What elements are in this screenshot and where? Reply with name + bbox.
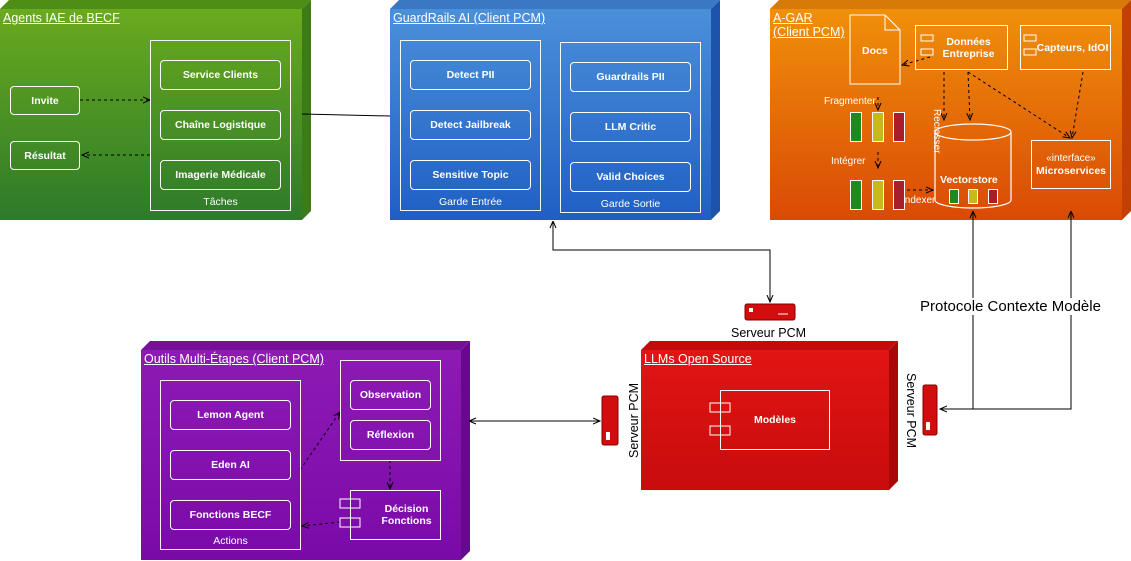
vs-chip-green <box>949 189 959 204</box>
agents-guardrails-link <box>301 113 391 117</box>
invite-node[interactable]: Invite <box>10 86 80 115</box>
guardrails-server-link <box>553 222 770 302</box>
server-right-icon <box>922 384 938 436</box>
outils-block: Outils Multi-Étapes (Client PCM) Lemon A… <box>141 350 461 560</box>
llm-title: LLMs Open Source <box>644 352 752 366</box>
eden-ai-node[interactable]: Eden AI <box>170 450 291 480</box>
chip-red-1 <box>893 112 905 142</box>
microservices-server-link <box>973 212 1071 410</box>
lemon-agent-node[interactable]: Lemon Agent <box>170 400 291 430</box>
garde-sortie-group: Guardrails PII LLM Critic Valid Choices … <box>560 42 701 213</box>
micro-stereotype: «interface» <box>1046 152 1096 164</box>
agar-title-line1: A-GAR <box>773 11 813 25</box>
resultat-node[interactable]: Résultat <box>10 141 80 170</box>
vectorstore-label[interactable]: Vectorstore <box>940 174 998 186</box>
protocole-label: Protocole Contexte Modèle <box>918 298 1103 315</box>
donnees-label: Données Entreprise <box>942 35 995 60</box>
sensitive-topic-node[interactable]: Sensitive Topic <box>410 160 531 190</box>
micro-name: Microservices <box>1035 164 1107 177</box>
microservices-node[interactable]: «interface» Microservices <box>1031 140 1111 189</box>
guardrails-pii-node[interactable]: Guardrails PII <box>570 62 691 92</box>
serveur-pcm-top-label: Serveur PCM <box>731 326 807 340</box>
task-chaine-logistique[interactable]: Chaîne Logistique <box>160 110 281 140</box>
reclasser-label: Reclasser <box>931 109 942 154</box>
vectorstore-shape <box>934 123 1012 209</box>
agar-block: A-GAR (Client PCM) Docs Données Entrepri… <box>770 9 1122 220</box>
server-top-icon <box>744 303 796 321</box>
agents-block: Agents IAE de BECF Invite Résultat Servi… <box>0 9 302 220</box>
chip-red-2 <box>893 180 905 210</box>
llm-block-shape <box>641 341 898 490</box>
taches-caption: Tâches <box>203 196 238 208</box>
llm-block: LLMs Open Source Modèles <box>641 350 889 490</box>
guardrails-title: GuardRails AI (Client PCM) <box>393 11 546 25</box>
valid-choices-node[interactable]: Valid Choices <box>570 162 691 192</box>
vs-chip-red <box>988 189 998 204</box>
task-service-clients[interactable]: Service Clients <box>160 60 281 90</box>
vs-chip-yellow <box>968 189 978 204</box>
task-imagerie-medicale[interactable]: Imagerie Médicale <box>160 160 281 190</box>
garde-entree-caption: Garde Entrée <box>438 196 503 208</box>
chip-yellow-1 <box>872 112 884 142</box>
decision-label: Décision Fonctions <box>381 503 432 527</box>
docs-label[interactable]: Docs <box>862 45 888 57</box>
outils-title: Outils Multi-Étapes (Client PCM) <box>144 352 324 366</box>
decision-fonctions-node[interactable]: Décision Fonctions <box>350 490 441 540</box>
reflexion-node[interactable]: Réflexion <box>350 420 431 450</box>
docs-shape <box>849 14 901 85</box>
modeles-label: Modèles <box>753 414 796 426</box>
modeles-node[interactable]: Modèles <box>720 390 830 450</box>
chip-green-2 <box>850 180 862 210</box>
taches-group: Service Clients Chaîne Logistique Imager… <box>150 40 291 211</box>
actions-caption: Actions <box>213 535 248 547</box>
llm-critic-node[interactable]: LLM Critic <box>570 112 691 142</box>
garde-entree-group: Detect PII Detect Jailbreak Sensitive To… <box>400 40 541 211</box>
observation-group: Observation Réflexion <box>340 360 441 461</box>
fragmenter-label: Fragmenter <box>824 96 876 107</box>
serveur-pcm-left-label: Serveur PCM <box>627 382 641 458</box>
integrer-label: Intégrer <box>831 156 866 167</box>
server-left-icon <box>601 395 619 446</box>
fonctions-becf-node[interactable]: Fonctions BECF <box>170 500 291 530</box>
guardrails-block: GuardRails AI (Client PCM) Detect PII De… <box>390 9 711 220</box>
chip-green-1 <box>850 112 862 142</box>
agents-title: Agents IAE de BECF <box>3 11 120 25</box>
agar-title: A-GAR (Client PCM) <box>773 11 845 39</box>
indexer-label: Indexer <box>902 195 936 206</box>
donnees-entreprise-node[interactable]: Données Entreprise <box>915 25 1008 70</box>
actions-group: Lemon Agent Eden AI Fonctions BECF Actio… <box>160 380 301 550</box>
serveur-pcm-right-label: Serveur PCM <box>904 373 918 449</box>
capteurs-idoi-node[interactable]: Capteurs, IdOI <box>1020 25 1111 70</box>
garde-sortie-caption: Garde Sortie <box>600 198 661 210</box>
capteurs-label: Capteurs, IdOI <box>1036 41 1109 54</box>
detect-pii-node[interactable]: Detect PII <box>410 60 531 90</box>
observation-node[interactable]: Observation <box>350 380 431 410</box>
agar-title-line2: (Client PCM) <box>773 25 845 39</box>
detect-jailbreak-node[interactable]: Detect Jailbreak <box>410 110 531 140</box>
chip-yellow-2 <box>872 180 884 210</box>
guardrails-block-shape <box>390 0 720 220</box>
